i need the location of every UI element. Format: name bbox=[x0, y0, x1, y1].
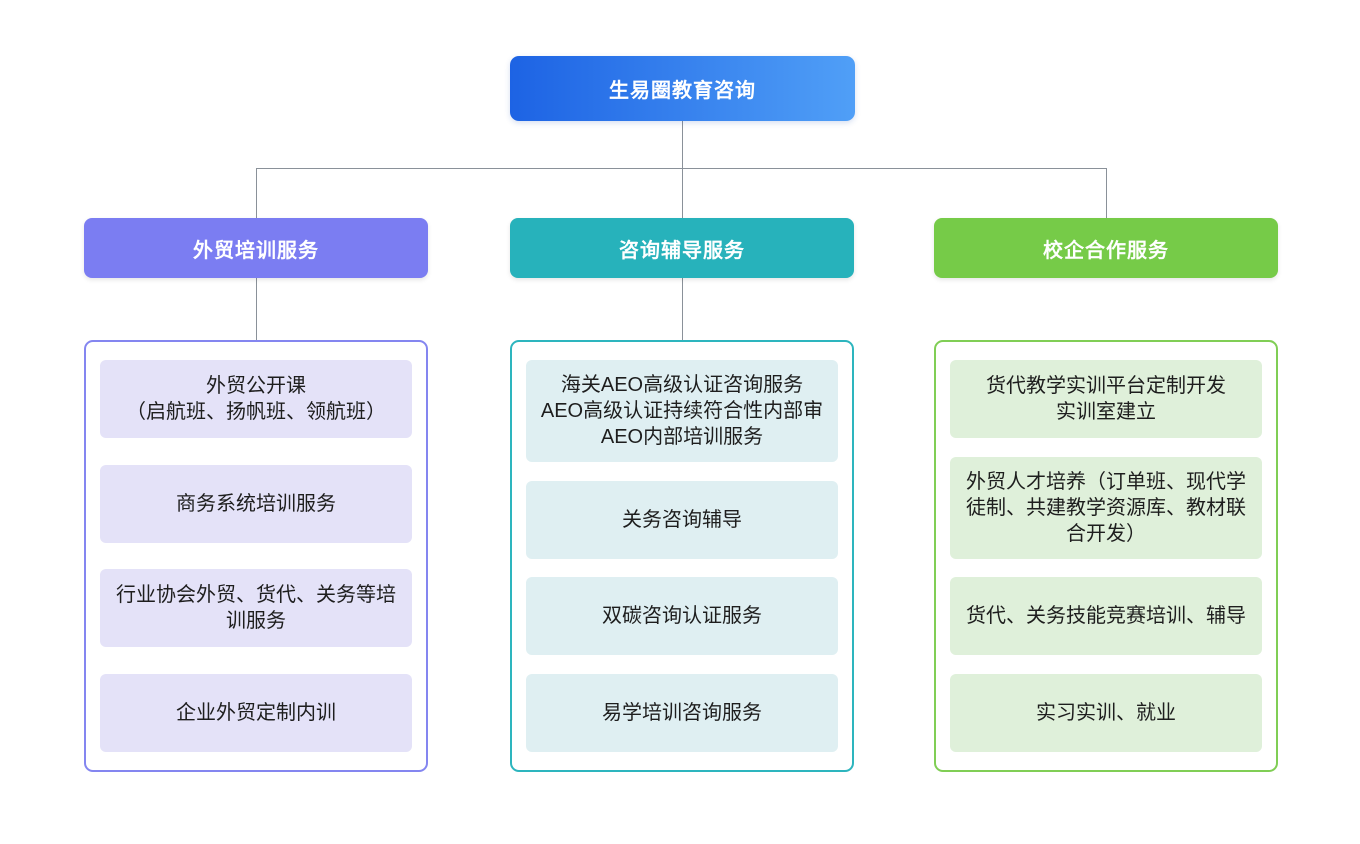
branch-item: 商务系统培训服务 bbox=[100, 464, 412, 543]
branch-item: 企业外贸定制内训 bbox=[100, 673, 412, 752]
branch-item: 海关AEO高级认证咨询服务 AEO高级认证持续符合性内部审 AEO内部培训服务 bbox=[526, 360, 838, 462]
branch-item: 易学培训咨询服务 bbox=[526, 673, 838, 752]
branch-item: 关务咨询辅导 bbox=[526, 480, 838, 559]
branch-item: 实习实训、就业 bbox=[950, 673, 1262, 752]
connector-line bbox=[682, 278, 683, 340]
branch-item: 行业协会外贸、货代、关务等培训服务 bbox=[100, 569, 412, 648]
branch-header-consulting-coaching: 咨询辅导服务 bbox=[510, 218, 854, 278]
branch-item-list: 海关AEO高级认证咨询服务 AEO高级认证持续符合性内部审 AEO内部培训服务 … bbox=[510, 340, 854, 772]
branch-item: 货代、关务技能竞赛培训、辅导 bbox=[950, 577, 1262, 656]
branch-item: 外贸人才培养（订单班、现代学徒制、共建教学资源库、教材联合开发） bbox=[950, 456, 1262, 559]
connector-line bbox=[256, 168, 1107, 169]
branch-item: 外贸公开课 （启航班、扬帆班、领航班） bbox=[100, 360, 412, 438]
branch-item-list: 外贸公开课 （启航班、扬帆班、领航班） 商务系统培训服务 行业协会外贸、货代、关… bbox=[84, 340, 428, 772]
branch-item: 双碳咨询认证服务 bbox=[526, 577, 838, 656]
branch-header-school-enterprise-cooperation: 校企合作服务 bbox=[934, 218, 1278, 278]
connector-line bbox=[682, 121, 683, 169]
branch-header-foreign-trade-training: 外贸培训服务 bbox=[84, 218, 428, 278]
branch-item: 货代教学实训平台定制开发 实训室建立 bbox=[950, 360, 1262, 438]
root-node: 生易圈教育咨询 bbox=[510, 56, 855, 121]
connector-line bbox=[682, 168, 683, 218]
connector-line bbox=[256, 168, 257, 218]
connector-line bbox=[256, 278, 257, 340]
connector-line bbox=[1106, 168, 1107, 218]
branch-item-list: 货代教学实训平台定制开发 实训室建立 外贸人才培养（订单班、现代学徒制、共建教学… bbox=[934, 340, 1278, 772]
